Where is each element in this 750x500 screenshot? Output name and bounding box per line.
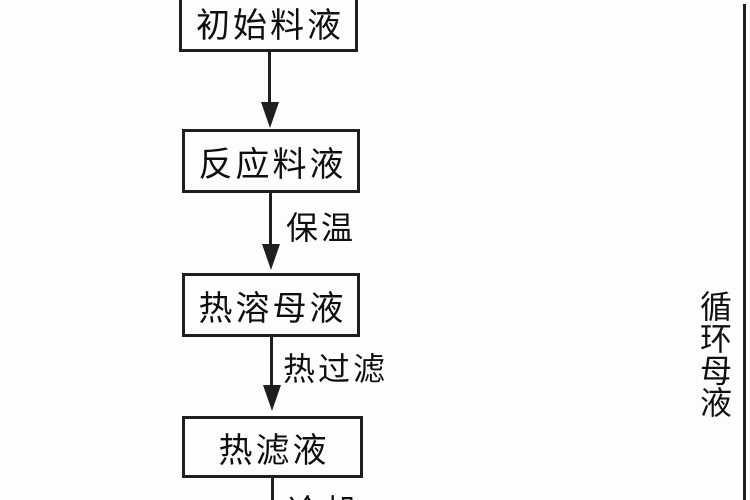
arrowhead-down-icon xyxy=(263,385,281,411)
node-hot-filtrate: 热滤液 xyxy=(182,416,363,478)
node-hot-mother-liquor: 热溶母液 xyxy=(182,273,360,337)
connector-line-4 xyxy=(271,477,274,500)
recycle-loop-line xyxy=(743,4,746,500)
connector-line-1 xyxy=(268,51,271,105)
edge-label-insulation: 保温 xyxy=(286,209,357,247)
node-hot-mother-liquor-label: 热溶母液 xyxy=(198,288,347,329)
connector-line-3 xyxy=(270,336,273,386)
arrowhead-down-icon xyxy=(262,244,280,270)
node-reaction-liquid-label: 反应料液 xyxy=(198,144,347,185)
node-reaction-liquid: 反应料液 xyxy=(182,129,360,193)
side-label-recycle-mother-liquor: 循环母液 xyxy=(695,290,733,418)
node-initial-liquid-label: 初始料液 xyxy=(196,5,344,46)
arrowhead-down-icon xyxy=(261,102,279,128)
edge-label-cooling: 冷却 xyxy=(288,486,358,500)
edge-label-hot-filtration: 热过滤 xyxy=(283,350,389,388)
node-hot-filtrate-label: 热滤液 xyxy=(218,430,330,471)
node-initial-liquid: 初始料液 xyxy=(179,0,358,52)
connector-line-2 xyxy=(269,192,272,246)
